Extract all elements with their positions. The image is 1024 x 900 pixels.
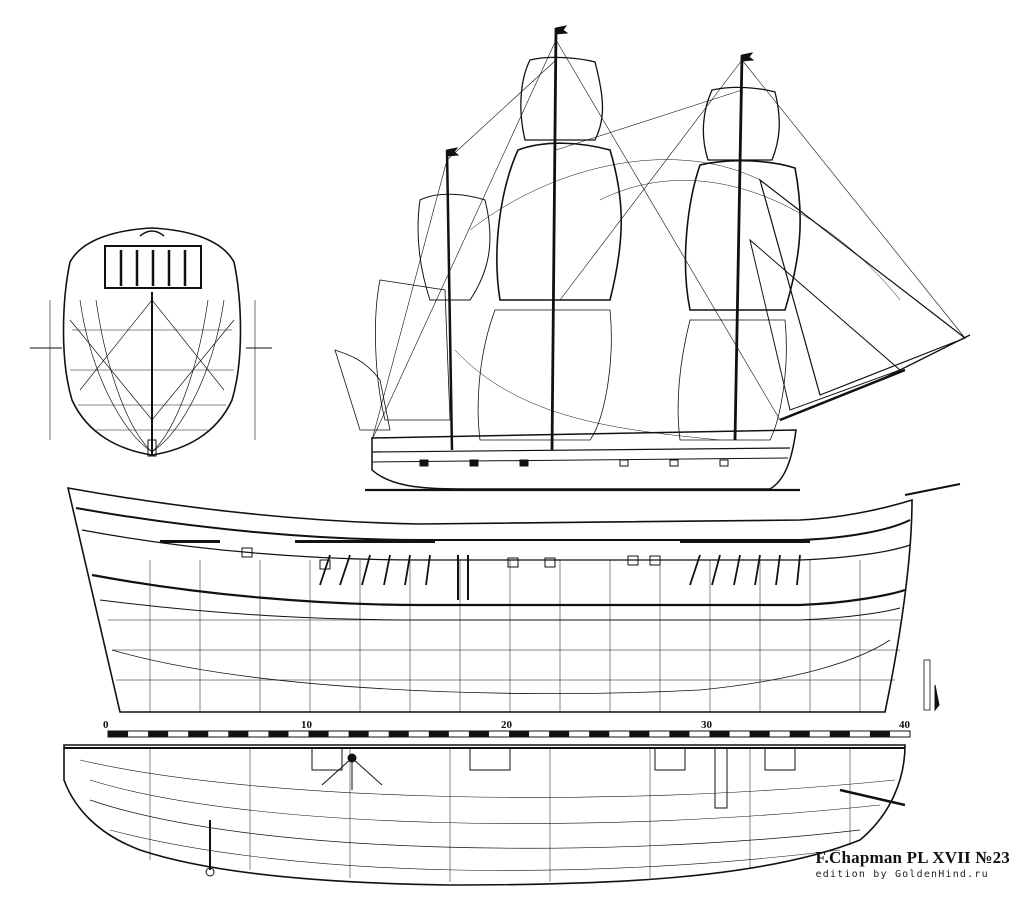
scale-segment	[348, 731, 369, 737]
sail-plan	[334, 25, 971, 492]
scale-tick-label: 10	[301, 719, 313, 731]
scale-segment	[388, 731, 409, 737]
scale-segment	[629, 731, 650, 737]
scale-segment	[549, 731, 570, 737]
stern-view	[30, 227, 272, 457]
scale-segment	[829, 731, 850, 737]
sheer-plan	[66, 483, 961, 713]
scale-segment	[148, 731, 169, 737]
scale-segment	[509, 731, 530, 737]
scale-segment	[468, 731, 489, 737]
scale-segment	[108, 731, 129, 737]
scale-segment	[589, 731, 610, 737]
scale-segment	[709, 731, 730, 737]
plate-edition: edition by GoldenHind.ru	[815, 869, 989, 880]
scale-tick-label: 0	[103, 719, 109, 731]
scale-segment	[308, 731, 329, 737]
plate-credits: F.Chapman PL XVII №23 edition by GoldenH…	[816, 848, 1010, 880]
scale-segment	[869, 731, 890, 737]
scale-tick-label: 40	[899, 719, 911, 731]
scale-segment	[669, 731, 690, 737]
scale-segment	[789, 731, 810, 737]
scale-segment	[428, 731, 449, 737]
scale-segment	[749, 731, 770, 737]
scale-bar: 0 10 20 30 40	[103, 719, 911, 738]
scale-segment	[188, 731, 209, 737]
scale-segment	[228, 731, 249, 737]
half-breadth-plan	[63, 744, 906, 886]
scale-tick-label: 20	[501, 719, 513, 731]
scale-tick-label: 30	[701, 719, 713, 731]
plate-title: F.Chapman PL XVII №23	[815, 848, 1010, 867]
scale-segment	[268, 731, 289, 737]
